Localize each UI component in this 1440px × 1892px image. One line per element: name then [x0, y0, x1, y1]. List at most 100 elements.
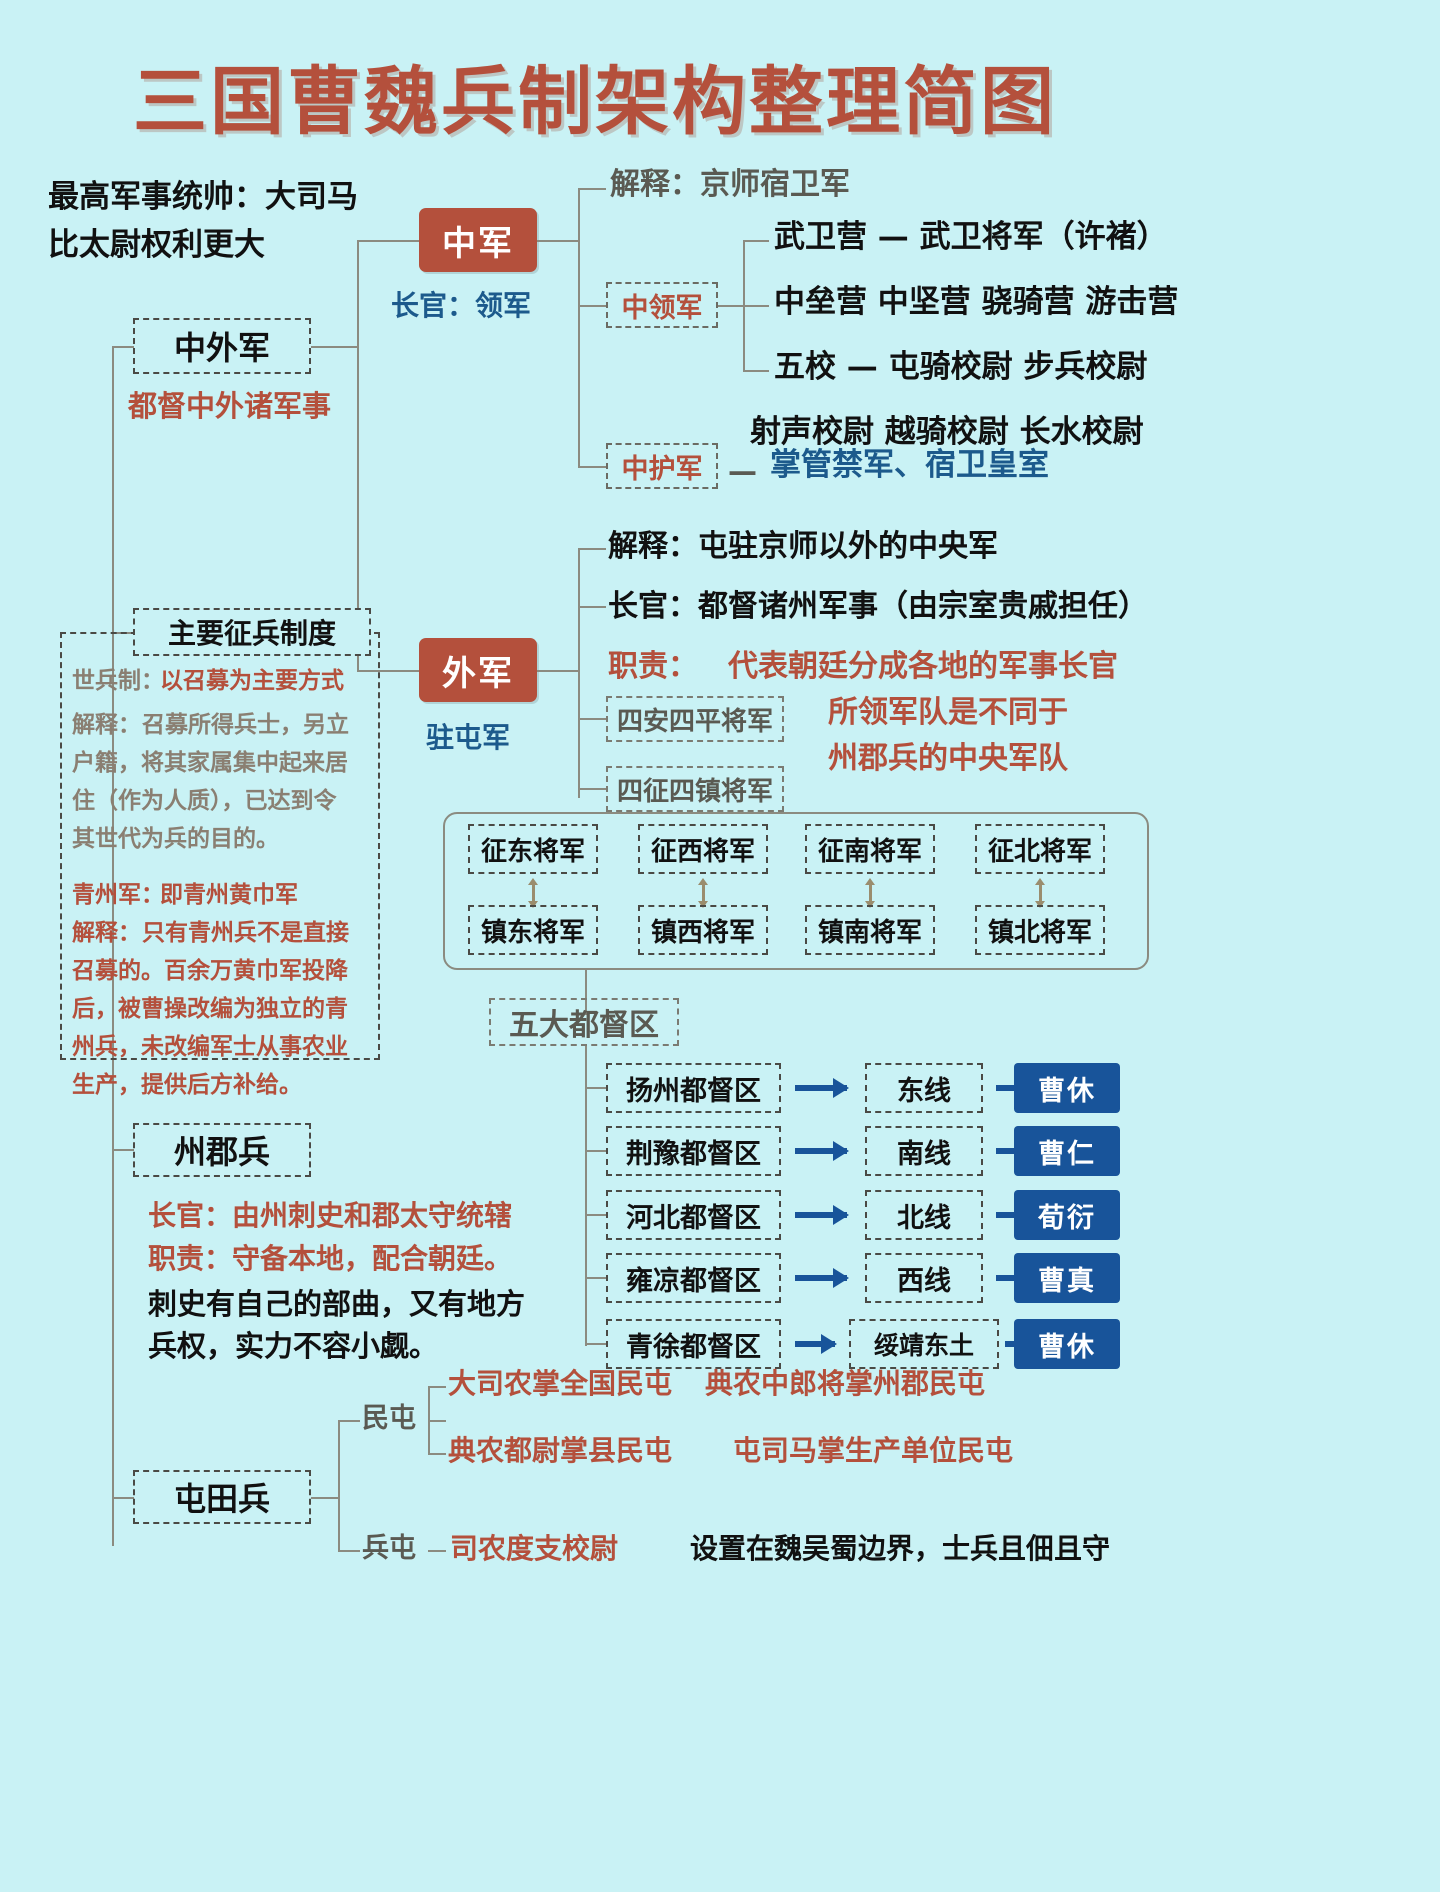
link-arrow-2 [865, 878, 875, 908]
connector-dudu-1 [585, 1150, 607, 1152]
zhengbing-p4-line-4: 生产，提供后方补给。 [72, 1072, 302, 1098]
arrow-region-1 [795, 1141, 849, 1161]
dudu-line-2[interactable]: 北线 [865, 1190, 983, 1240]
zhoujunbing-box[interactable]: 州郡兵 [133, 1123, 311, 1177]
connector-mintun-r1 [428, 1386, 446, 1388]
connector-dudu-0 [585, 1087, 607, 1089]
connector-ttb-right [311, 1497, 339, 1499]
zhengbing-p4-line-0: 只有青州兵不是直接 [142, 920, 349, 946]
zhoujunbing-note-line1: 刺史有自己的部曲，又有地方 [148, 1287, 526, 1321]
zhonglingjun-row-1: 中垒营 中坚营 骁骑营 游击营 [774, 284, 1179, 320]
connector-zj-right [537, 240, 579, 242]
zhonghujun-desc: 掌管禁军、宿卫皇室 [770, 447, 1049, 483]
zhongwaijun-caption: 都督中外诸军事 [128, 389, 332, 423]
zhongwaijun-box[interactable]: 中外军 [133, 318, 311, 374]
zhengbing-box[interactable]: 主要征兵制度 [133, 608, 371, 656]
dudu-person-2[interactable]: 荀衍 [1014, 1190, 1120, 1240]
mintun-item-1: 典农中郎将掌州郡民屯 [705, 1367, 986, 1400]
dudu-line-4[interactable]: 绥靖东土 [849, 1319, 999, 1369]
wudadudu-spine [585, 1046, 587, 1346]
zhengbing-p4-line-1: 召募的。百余万黄巾军投降 [72, 958, 348, 984]
zhongjun-box[interactable]: 中军 [419, 208, 537, 272]
dudu-line-3[interactable]: 西线 [865, 1253, 983, 1303]
dudu-person-0[interactable]: 曹休 [1014, 1063, 1120, 1113]
left-spine [112, 346, 114, 1546]
zhengbing-p2-line-0: 召募所得兵士，另立 [142, 712, 349, 738]
zhoujunbing-note-line2: 兵权，实力不容小觑。 [148, 1329, 439, 1363]
waijun-duty-line-1: 所领军队是不同于 [828, 695, 1068, 730]
sian-siping-box[interactable]: 四安四平将军 [606, 696, 784, 742]
dudu-person-3[interactable]: 曹真 [1014, 1253, 1120, 1303]
waijun-caption: 驻屯军 [426, 721, 511, 754]
arrow-region-2 [795, 1205, 849, 1225]
wudadudu-box[interactable]: 五大都督区 [489, 998, 679, 1046]
dudu-region-0[interactable]: 扬州都督区 [606, 1063, 781, 1113]
connector-dudu-3 [585, 1277, 607, 1279]
connector-zlj-r2 [743, 305, 769, 307]
zhonghujun-dash: — [728, 454, 757, 488]
zhongjun-explain: 解释：京师宿卫军 [610, 167, 850, 202]
dudu-line-0[interactable]: 东线 [865, 1063, 983, 1113]
zhengbing-p3-text: 即青州黄巾军 [160, 882, 298, 908]
connector-zlj-right [718, 305, 744, 307]
arrow-region-3 [795, 1268, 849, 1288]
waijun-duty-label: 职责： [608, 649, 698, 684]
general-zheng-0[interactable]: 征东将军 [468, 824, 598, 874]
connector-mintun [338, 1420, 360, 1422]
zhonglingjun-row-2: 五校 — 屯骑校尉 步兵校尉 [774, 349, 1148, 385]
link-arrow-0 [528, 878, 538, 908]
connector-zlj-r1 [743, 240, 769, 242]
connector-zhoujunbing [112, 1149, 134, 1151]
general-zhen-1[interactable]: 镇西将军 [638, 905, 768, 955]
zhengbing-p4-line-2: 后，被曹操改编为独立的青 [72, 996, 348, 1022]
zhengbing-p2-line-3: 其世代为兵的目的。 [72, 826, 279, 852]
connector-to-waijun [357, 670, 419, 672]
connector-dudu-4 [585, 1343, 607, 1345]
link-arrow-3 [1035, 878, 1045, 908]
general-zheng-3[interactable]: 征北将军 [975, 824, 1105, 874]
dudu-region-4[interactable]: 青徐都督区 [606, 1319, 781, 1369]
dudu-region-3[interactable]: 雍凉都督区 [606, 1253, 781, 1303]
connector-zj-zlj [578, 305, 606, 307]
general-zheng-2[interactable]: 征南将军 [805, 824, 935, 874]
zhonglingjun-row-0: 武卫营 — 武卫将军（许褚） [774, 219, 1168, 255]
diagram-canvas: 三国曹魏兵制架构整理简图 最高军事统帅：大司马 比太尉权利更大 中外军 都督中外… [48, 59, 1179, 1565]
mintun-item-0: 大司农掌全国民屯 [448, 1367, 673, 1400]
dudu-region-2[interactable]: 河北都督区 [606, 1190, 781, 1240]
waijun-box[interactable]: 外军 [419, 638, 537, 702]
general-zhen-3[interactable]: 镇北将军 [975, 905, 1105, 955]
connector-wudadudu [585, 970, 587, 1015]
mintun-item-3: 屯司马掌生产单位民屯 [733, 1434, 1014, 1467]
connector-dudu-2 [585, 1214, 607, 1216]
zhonglingjun-box[interactable]: 中领军 [606, 282, 718, 328]
dudu-person-4[interactable]: 曹休 [1014, 1319, 1120, 1369]
zhengbing-p2-title: 解释： [72, 712, 141, 738]
mintun-item-2: 典农都尉掌县民屯 [448, 1434, 673, 1467]
link-arrow-1 [698, 878, 708, 908]
dudu-line-1[interactable]: 南线 [865, 1126, 983, 1176]
bingtun-item: 司农度支校尉 [450, 1532, 619, 1565]
zhoujunbing-duty: 职责：守备本地，配合朝廷。 [148, 1242, 513, 1275]
tuntianbing-box[interactable]: 屯田兵 [133, 1470, 311, 1524]
zhengbing-p3-title: 青州军： [72, 882, 164, 908]
general-zhen-2[interactable]: 镇南将军 [805, 905, 935, 955]
arrow-region-0 [795, 1078, 849, 1098]
connector-zwj-vertical [357, 240, 359, 670]
connector-zj-zhj [578, 466, 606, 468]
waijun-explain: 解释：屯驻京师以外的中央军 [608, 529, 998, 564]
dudu-person-1[interactable]: 曹仁 [1014, 1126, 1120, 1176]
ttb-spine [338, 1420, 340, 1550]
connector-bingtun [338, 1550, 360, 1552]
general-zhen-0[interactable]: 镇东将军 [468, 905, 598, 955]
zhengbing-p1-title: 世兵制： [72, 668, 164, 694]
connector-wj-officer [578, 606, 606, 608]
zhonghujun-box[interactable]: 中护军 [606, 443, 718, 489]
sizheng-sizhen-box[interactable]: 四征四镇将军 [606, 766, 784, 812]
connector-zwj-right [311, 346, 359, 348]
zhengbing-p4-title: 解释： [72, 920, 141, 946]
connector-to-zhongjun [357, 240, 419, 242]
general-zheng-1[interactable]: 征西将军 [638, 824, 768, 874]
connector-mintun-items [428, 1420, 446, 1422]
waijun-duty-line-2: 州郡兵的中央军队 [828, 741, 1068, 776]
dudu-region-1[interactable]: 荆豫都督区 [606, 1126, 781, 1176]
